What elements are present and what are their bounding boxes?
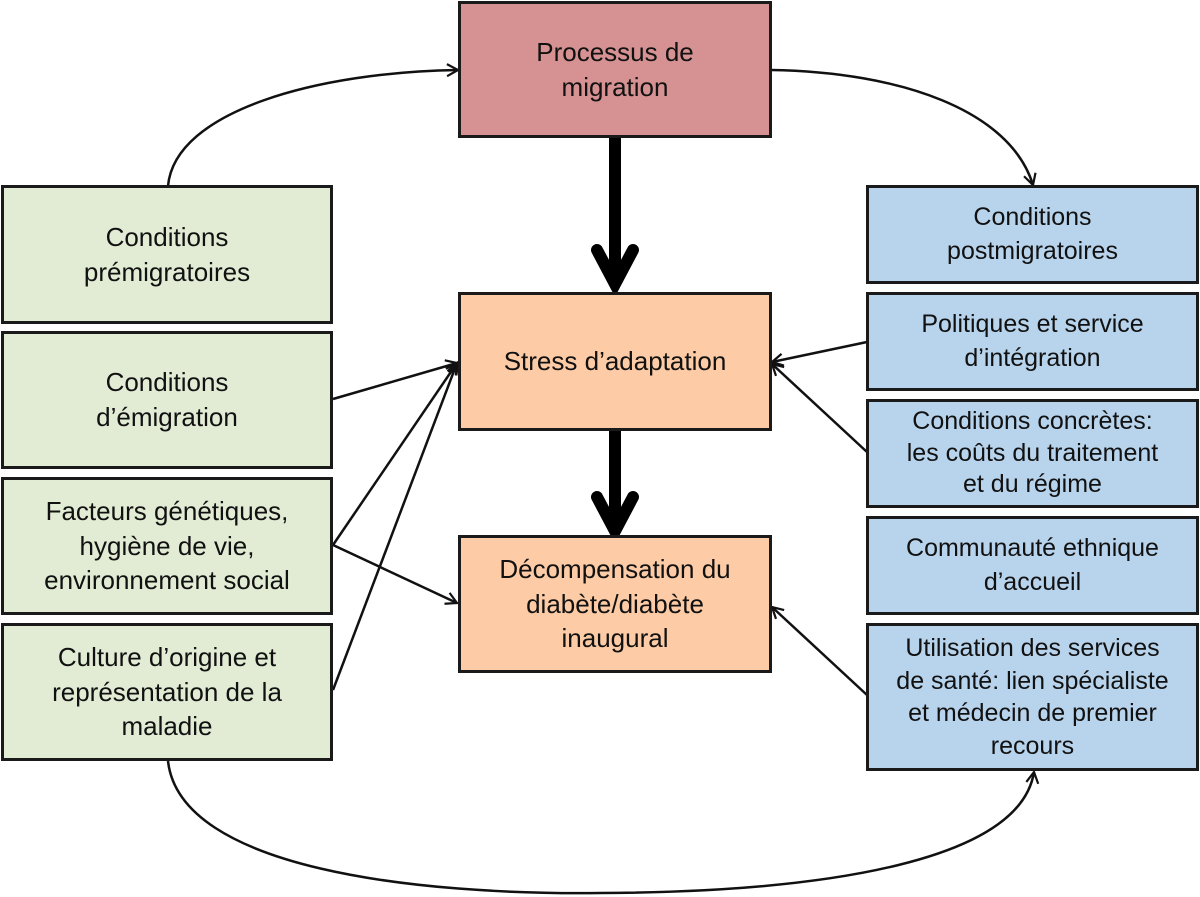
node-integration-policies: Politiques et service d’intégration bbox=[866, 292, 1199, 391]
edge-couts-to-stress bbox=[770, 362, 868, 453]
node-label: Utilisation des services de santé: lien … bbox=[896, 634, 1169, 760]
edge-emigration-to-stress bbox=[332, 359, 460, 401]
node-label: Conditions postmigratoires bbox=[947, 203, 1118, 265]
node-premigration-conditions: Conditions prémigratoires bbox=[1, 185, 333, 324]
node-label: Conditions prémigratoires bbox=[83, 221, 251, 287]
node-label: Politiques et service d’intégration bbox=[921, 310, 1144, 372]
node-label: Stress d’adaptation bbox=[503, 346, 727, 377]
edge-services-to-decompensation bbox=[770, 605, 868, 696]
node-label: Culture d’origine et représentation de l… bbox=[52, 641, 282, 742]
edge-facteurs-to-decompensation bbox=[332, 543, 460, 605]
edge-politiques-to-stress bbox=[769, 340, 868, 367]
edge-culture-to-services bbox=[166, 760, 1040, 895]
node-origin-culture: Culture d’origine et représentation de l… bbox=[1, 623, 333, 761]
node-diabetes-decompensation: Décompensation du diabète/diabète inaugu… bbox=[458, 535, 772, 673]
node-migration-process: Processus de migration bbox=[458, 1, 772, 138]
edge-migration-to-postmigratoires bbox=[770, 68, 1037, 188]
node-ethnic-community: Communauté ethnique d’accueil bbox=[866, 516, 1199, 615]
thick-arrow-migration-to-stress bbox=[591, 137, 639, 297]
node-postmigration-conditions: Conditions postmigratoires bbox=[866, 185, 1199, 284]
node-label: Communauté ethnique d’accueil bbox=[906, 534, 1159, 596]
edge-facteurs-to-stress bbox=[331, 361, 459, 546]
node-adaptation-stress: Stress d’adaptation bbox=[458, 292, 772, 431]
node-label: Décompensation du diabète/diabète inaugu… bbox=[499, 553, 731, 654]
thick-arrow-stress-to-decompensation bbox=[591, 429, 639, 544]
edge-culture-to-stress bbox=[331, 360, 460, 691]
node-label: Processus de migration bbox=[536, 36, 694, 102]
node-concrete-conditions: Conditions concrètes: les coûts du trait… bbox=[866, 399, 1199, 508]
node-health-services-use: Utilisation des services de santé: lien … bbox=[866, 623, 1199, 771]
node-label: Facteurs génétiques, hygiène de vie, env… bbox=[44, 495, 290, 596]
edge-premigratoires-to-migration bbox=[166, 63, 461, 187]
node-label: Conditions d’émigration bbox=[96, 367, 238, 432]
node-emigration-conditions: Conditions d’émigration bbox=[1, 331, 333, 469]
node-label: Conditions concrètes: les coûts du trait… bbox=[906, 407, 1159, 499]
node-genetic-lifestyle-factors: Facteurs génétiques, hygiène de vie, env… bbox=[1, 477, 333, 615]
